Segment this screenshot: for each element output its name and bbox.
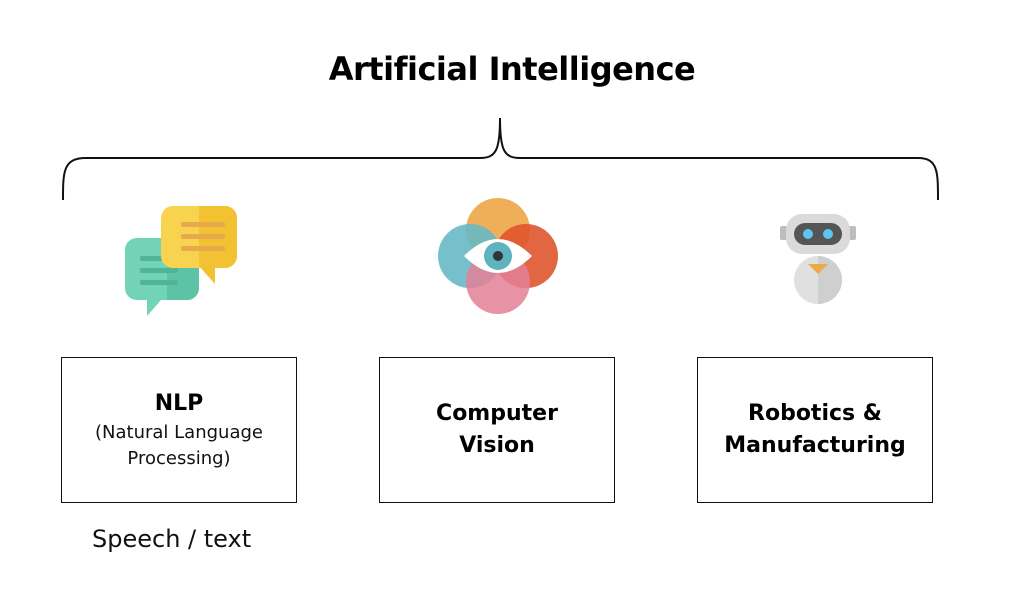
cv-title-line2: Vision	[459, 433, 535, 458]
robotics-title-line2: Manufacturing	[724, 433, 906, 458]
nlp-title: NLP	[154, 391, 204, 416]
nlp-box: NLP (Natural Language Processing)	[61, 357, 297, 503]
computer-vision-box: Computer Vision	[379, 357, 615, 503]
nlp-subtitle-line1: (Natural Language	[95, 422, 263, 443]
category-brace	[62, 117, 939, 201]
robot-icon	[780, 214, 856, 304]
speech-bubbles-icon	[125, 206, 237, 316]
nlp-caption: Speech / text	[92, 525, 252, 553]
robotics-box: Robotics & Manufacturing	[697, 357, 933, 503]
cv-title-line1: Computer	[436, 401, 558, 426]
nlp-subtitle-line2: Processing)	[127, 448, 231, 469]
robotics-title-line1: Robotics &	[748, 401, 882, 426]
diagram-title: Artificial Intelligence	[328, 50, 696, 88]
eye-circles-icon	[438, 198, 558, 314]
